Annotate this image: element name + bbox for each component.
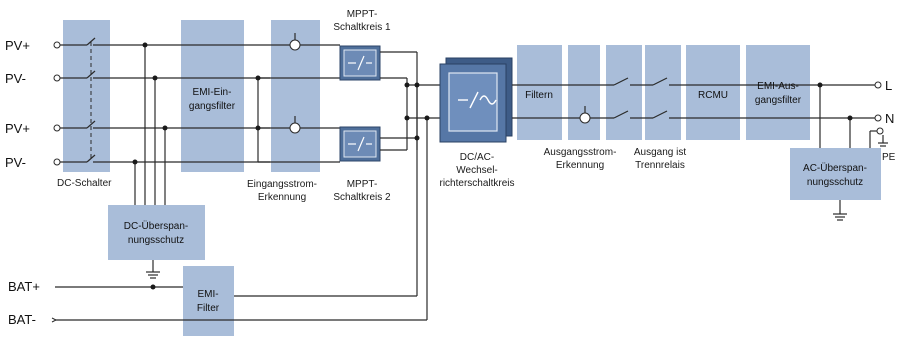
filter-block (517, 45, 562, 140)
inverter-label-3: richterschaltkreis (439, 178, 514, 189)
relay-block-2 (645, 45, 681, 140)
out-l-label: L (885, 78, 892, 93)
battery-wiring (55, 284, 427, 321)
dc-surge-label-1: DC-Überspan- (124, 220, 188, 232)
out-pe-label: PE (882, 152, 896, 163)
emi-output-label-2: gangsfilter (755, 95, 802, 106)
input-current-label-2: Erkennung (258, 192, 306, 203)
input-current-sensors (257, 33, 340, 163)
relay-label-1: Ausgang ist (634, 147, 686, 158)
terminals (51, 41, 884, 323)
junction-dots (132, 42, 853, 165)
pv-plus-1-label: PV+ (5, 38, 30, 53)
emi-input-label-1: EMI-Ein- (193, 87, 232, 98)
dc-surge-label-2: nungsschutz (128, 235, 184, 246)
dc-switch-block (63, 20, 110, 172)
emi-output-filter-block (746, 45, 810, 140)
rcmu-block (686, 45, 740, 140)
mppt1-label-1: MPPT- (347, 9, 378, 20)
emi-input-label-2: gangsfilter (189, 101, 236, 112)
ac-output-wiring (512, 77, 888, 221)
inverter-label-1: DC/AC- (460, 152, 494, 163)
output-current-label-1: Ausgangsstrom- (544, 147, 617, 158)
ac-surge-label-1: AC-Überspan- (803, 162, 867, 174)
mppt2-label-1: MPPT- (347, 179, 378, 190)
relay-label-2: Trennrelais (635, 160, 685, 171)
inverter-label-2: Wechsel- (456, 165, 498, 176)
output-current-label-2: Erkennung (556, 160, 604, 171)
relay-block-1 (606, 45, 642, 140)
mppt2-label-2: Schaltkreis 2 (333, 192, 391, 203)
rcmu-label: RCMU (698, 90, 728, 101)
pv-wiring (60, 37, 270, 279)
bat-minus-label: BAT- (8, 312, 36, 327)
input-current-label-1: Eingangsstrom- (247, 179, 317, 190)
dc-switch-label: DC-Schalter (57, 178, 112, 189)
pv-plus-2-label: PV+ (5, 121, 30, 136)
ac-surge-block (790, 148, 881, 200)
mppt1-converter (339, 45, 381, 81)
emi-output-label-1: EMI-Aus- (757, 81, 799, 92)
pv-minus-1-label: PV- (5, 71, 26, 86)
dc-surge-block (108, 205, 205, 260)
dc-ac-inverter (439, 57, 513, 143)
pv-minus-2-label: PV- (5, 155, 26, 170)
mppt1-label-2: Schaltkreis 1 (333, 22, 391, 33)
ac-surge-label-2: nungsschutz (807, 177, 863, 188)
emi-filter-label-1: EMI- (197, 289, 218, 300)
filter-label: Filtern (525, 90, 553, 101)
emi-filter-label-2: Filter (197, 303, 220, 314)
out-n-label: N (885, 111, 894, 126)
bat-plus-label: BAT+ (8, 279, 40, 294)
output-current-block (568, 45, 600, 140)
mppt2-converter (339, 126, 381, 162)
dc-bus-wiring (380, 51, 443, 320)
emi-filter-block (183, 266, 234, 336)
